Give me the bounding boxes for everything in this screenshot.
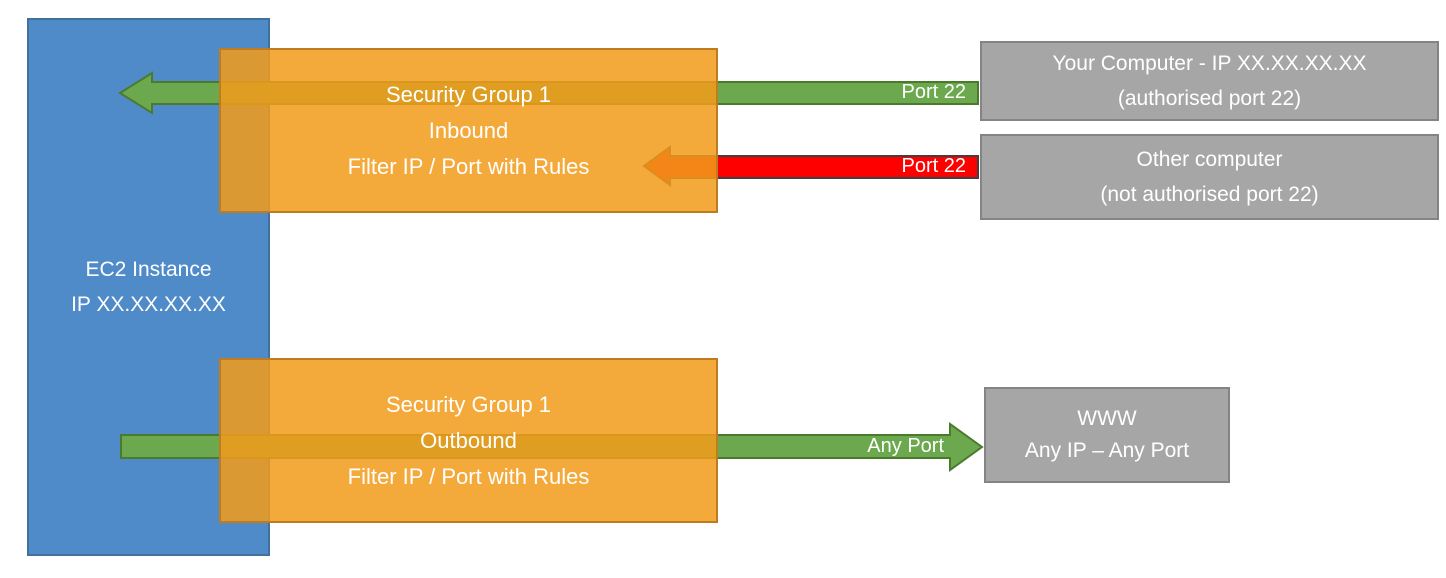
- outbound-sg-title: Security Group 1: [385, 391, 552, 417]
- www-title: WWW: [1077, 407, 1137, 430]
- other-computer-box: Other computer (not authorised port 22): [980, 134, 1439, 220]
- www-note: Any IP – Any Port: [1024, 439, 1190, 462]
- inbound-allowed-port-label: Port 22: [901, 81, 966, 103]
- ec2-instance-name: EC2 Instance: [85, 258, 212, 281]
- inbound-sg-title: Security Group 1: [385, 81, 552, 107]
- your-computer-box: Your Computer - IP XX.XX.XX.XX (authoris…: [980, 41, 1439, 121]
- inbound-denied-port-label: Port 22: [901, 155, 966, 177]
- inbound-sg-direction: Inbound: [428, 117, 509, 143]
- outbound-port-label: Any Port: [867, 435, 944, 457]
- inbound-sg-description: Filter IP / Port with Rules: [347, 153, 590, 179]
- inbound-security-group-box: Security Group 1 Inbound Filter IP / Por…: [219, 48, 718, 213]
- your-computer-title: Your Computer - IP XX.XX.XX.XX: [1052, 52, 1367, 75]
- your-computer-note: (authorised port 22): [1117, 87, 1302, 110]
- other-computer-title: Other computer: [1136, 148, 1283, 171]
- outbound-security-group-box: Security Group 1 Outbound Filter IP / Po…: [219, 358, 718, 523]
- outbound-sg-direction: Outbound: [420, 427, 517, 453]
- outbound-sg-description: Filter IP / Port with Rules: [347, 463, 590, 489]
- www-box: WWW Any IP – Any Port: [984, 387, 1230, 483]
- ec2-instance-ip: IP XX.XX.XX.XX: [71, 293, 226, 316]
- other-computer-note: (not authorised port 22): [1100, 183, 1319, 206]
